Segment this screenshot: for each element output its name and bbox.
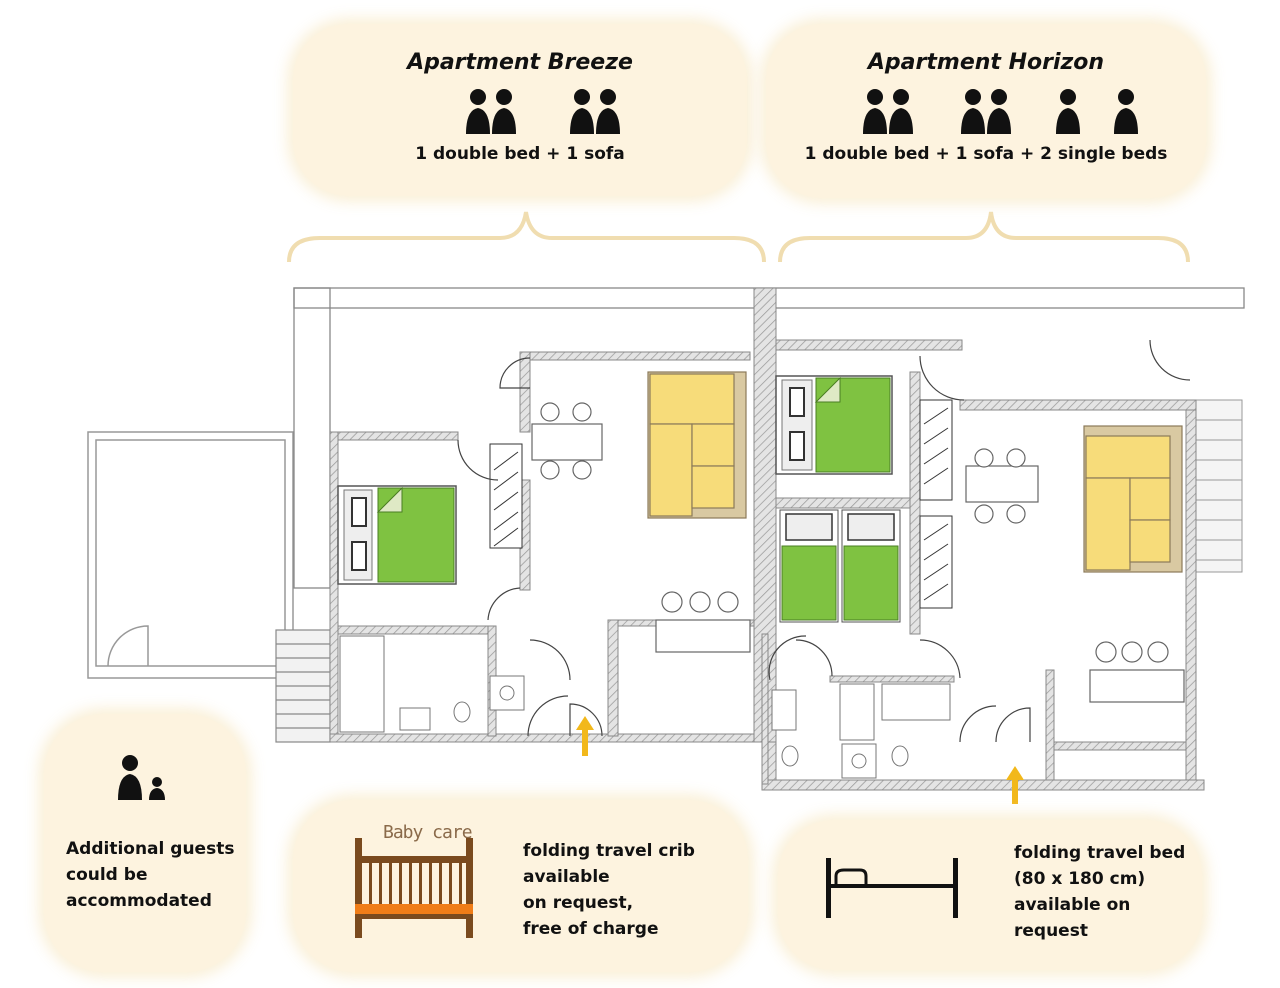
wardrobes-horizon	[919, 399, 953, 609]
wardrobe-breeze	[489, 443, 523, 549]
bed-configuration: 1 double bed + 1 sofa + 2 single beds	[804, 144, 1168, 164]
two-adults-icon	[961, 89, 1011, 134]
additional-guests-text: Additional guests could be accommodated	[66, 839, 235, 911]
two-adults-icon	[863, 89, 913, 134]
card-apartment-breeze: Apartment Breeze 1 double bed + 1 sofa	[293, 24, 747, 196]
card-travel-bed: folding travel bed (80 x 180 cm) availab…	[778, 820, 1202, 970]
terrace-left	[87, 431, 294, 679]
adult-child-icon	[118, 755, 165, 800]
crib-description: folding travel crib available on request…	[523, 841, 695, 939]
kitchen-horizon	[1089, 641, 1185, 703]
bathroom-horizon	[771, 683, 951, 779]
apartment-title: Apartment Breeze	[407, 50, 633, 75]
single-adult-icon	[1056, 89, 1080, 134]
single-adult-icon	[1114, 89, 1138, 134]
floor-plan	[87, 211, 1245, 804]
travel-bed-description: folding travel bed (80 x 180 cm) availab…	[1014, 843, 1186, 941]
two-adults-icon	[466, 89, 516, 134]
sofa-breeze	[647, 371, 747, 519]
bathroom-breeze	[339, 635, 525, 733]
doors-horizon	[768, 339, 1191, 743]
card-additional-guests: Additional guests could be accommodated	[44, 714, 246, 972]
travel-bed-icon	[826, 858, 958, 918]
single-beds-horizon	[779, 509, 901, 623]
bed-configuration: 1 double bed + 1 sofa	[415, 144, 625, 164]
bracket-horizon	[778, 211, 1190, 263]
entrance-arrows	[576, 716, 1024, 804]
doors-breeze	[457, 357, 603, 737]
stairs-left	[275, 629, 331, 743]
kitchen-breeze	[655, 591, 751, 653]
occupancy-icons	[293, 88, 747, 138]
card-apartment-horizon: Apartment Horizon 1 double bed + 1 sofa …	[766, 24, 1206, 198]
balcony-right	[1195, 399, 1243, 573]
two-adults-icon	[570, 89, 620, 134]
bracket-breeze	[287, 211, 766, 263]
baby-crib-icon	[355, 838, 473, 938]
sofa-horizon	[1083, 425, 1183, 573]
dining-horizon	[965, 448, 1039, 524]
card-travel-crib: Baby care folding travel crib available …	[293, 800, 748, 972]
occupancy-icons	[766, 88, 1206, 138]
double-bed-horizon	[775, 375, 893, 475]
apartment-title: Apartment Horizon	[867, 50, 1105, 75]
double-bed-breeze	[337, 485, 457, 585]
crib-label: Baby care	[383, 822, 473, 843]
dining-breeze	[531, 402, 603, 480]
